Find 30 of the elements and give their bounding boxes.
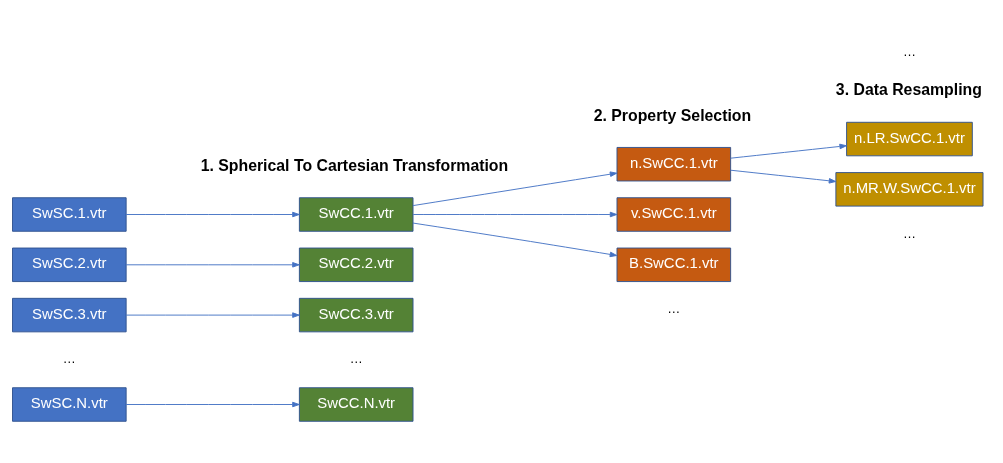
arrow xyxy=(730,143,847,159)
node-box: SwCC.1.vtr xyxy=(298,197,414,232)
node-box: n.SwCC.1.vtr xyxy=(616,146,732,182)
arrow xyxy=(730,169,837,184)
label: 3. Data Resampling xyxy=(835,81,982,99)
arrow xyxy=(125,312,300,318)
label: … xyxy=(62,351,76,367)
node-box: SwSC.2.vtr xyxy=(12,247,127,283)
label: … xyxy=(667,300,681,316)
arrow xyxy=(125,211,300,218)
node-box: SwSC.1.vtr xyxy=(12,197,127,232)
arrow xyxy=(125,262,300,268)
node-box: SwSC.3.vtr xyxy=(12,297,127,333)
label: … xyxy=(902,43,916,59)
node-box: SwSC.N.vtr xyxy=(12,387,127,422)
label: … xyxy=(902,225,916,241)
node-box: SwCC.N.vtr xyxy=(298,387,414,422)
arrow xyxy=(412,171,618,207)
node-box: SwCC.3.vtr xyxy=(298,297,414,333)
node-box: v.SwCC.1.vtr xyxy=(616,197,732,232)
node-box: SwCC.2.vtr xyxy=(298,247,414,283)
label: 1. Spherical To Cartesian Transformation xyxy=(200,156,509,174)
node-box: n.MR.W.SwCC.1.vtr xyxy=(835,172,984,207)
node-box: n.LR.SwCC.1.vtr xyxy=(846,121,973,157)
label: 2. Property Selection xyxy=(593,106,752,124)
node-box: B.SwCC.1.vtr xyxy=(616,247,732,283)
arrow xyxy=(412,222,618,258)
label: … xyxy=(349,351,363,367)
arrow xyxy=(412,211,618,218)
arrow xyxy=(125,401,300,408)
